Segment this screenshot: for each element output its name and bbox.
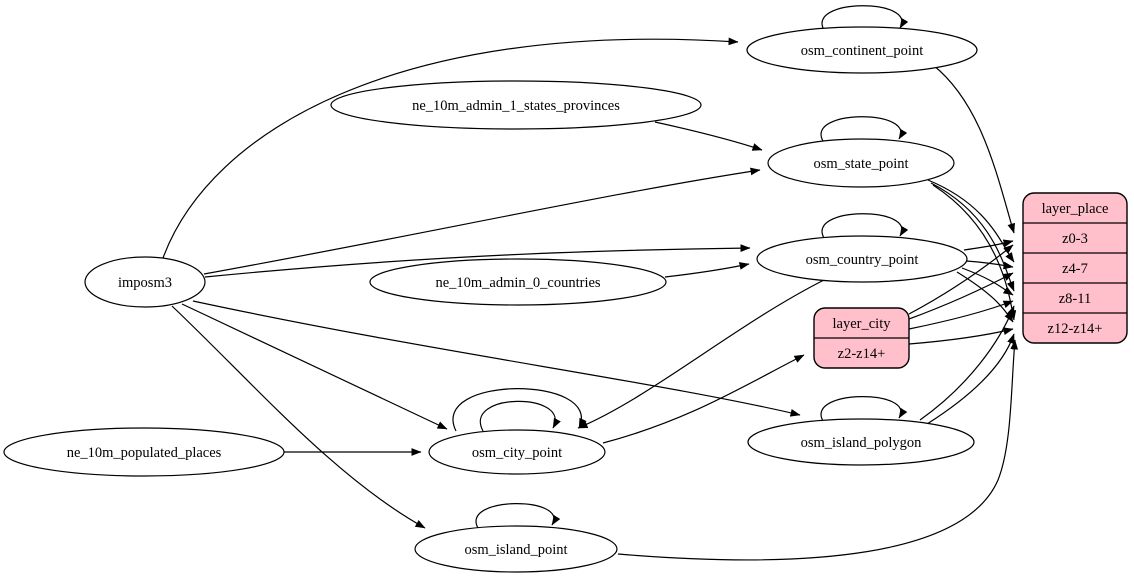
node-osm_city_point: osm_city_point — [428, 429, 606, 475]
osm_continent_point-shape — [746, 26, 978, 74]
edge-osm_country_point-layer_place-z12-z14 — [956, 271, 1014, 323]
edge-layer_city-layer_place-z4-7 — [908, 272, 1014, 320]
edge-osm_city_point-layer_city-z2 — [602, 354, 805, 444]
osm_island_polygon-shape — [747, 418, 975, 466]
layer_place-row-z0-3: z0-3 — [1062, 231, 1088, 247]
osm_country_point-shape — [756, 235, 968, 283]
edge-osm_island_polygon-layer_place-z8-11 — [919, 305, 1015, 421]
node-osm_continent_point: osm_continent_point — [746, 26, 978, 74]
node-imposm3: imposm3 — [84, 256, 206, 308]
node-layer_city: layer_city z2-z14+ — [813, 307, 910, 369]
edge-osm_country_point-layer_place-z8-11 — [961, 267, 1014, 296]
layer_place-row-z8-11: z8-11 — [1059, 291, 1091, 307]
edge-osm_continent_point-layer_place-z0-3 — [932, 64, 1015, 234]
edge-layer_city-layer_place-z12-z14 — [908, 327, 1014, 345]
edge-imposm3-osm_city_point — [181, 303, 448, 430]
node-ne_10m_admin_0_countries: ne_10m_admin_0_countries — [369, 258, 667, 306]
edge-osm_country_point-layer_place-z4-7 — [965, 260, 1014, 270]
node-ne_10m_populated_places: ne_10m_populated_places — [3, 427, 285, 477]
edge-ne_10m_admin_1_states_provinces-osm_state_point — [654, 121, 763, 151]
edge-ne_10m_admin_0_countries-osm_country_point — [664, 262, 750, 278]
self-loop-osm_continent_point — [821, 5, 909, 31]
edge-layer_city-layer_place-z0-3 — [908, 244, 1014, 315]
ne_10m_admin_1_states_provinces-shape — [330, 80, 702, 130]
osm_city_point-shape — [428, 429, 606, 475]
ne_10m_admin_0_countries-label: ne_10m_admin_0_countries — [435, 275, 600, 291]
edge-osm_island_point-layer_place-z12-z14 — [617, 339, 1019, 561]
layer_place-row-z4-7: z4-7 — [1062, 261, 1088, 277]
imposm3-shape — [84, 256, 206, 308]
ne_10m_admin_0_countries-shape — [369, 258, 667, 306]
edge-imposm3-osm_island_point — [171, 305, 426, 529]
osm_state_point-shape — [767, 138, 955, 188]
layer_place-title: layer_place — [1042, 201, 1109, 217]
layer_place-shape — [1022, 192, 1128, 344]
edge-imposm3-osm_island_polygon — [192, 300, 801, 417]
self-loop-osm_state_point — [820, 116, 908, 142]
layer_city-row-z2-z14: z2-z14+ — [838, 346, 886, 362]
edge-osm_state_point-layer_place-z8-11 — [930, 182, 1015, 292]
node-osm_island_polygon: osm_island_polygon — [747, 418, 975, 466]
edge-imposm3-osm_continent_point — [162, 37, 739, 259]
osm_island_polygon-label: osm_island_polygon — [801, 435, 923, 451]
ne_10m_populated_places-label: ne_10m_populated_places — [67, 445, 222, 461]
osm_continent_point-label: osm_continent_point — [801, 43, 923, 59]
osm_city_point-label: osm_city_point — [472, 445, 562, 461]
node-ne_10m_admin_1_states_provinces: ne_10m_admin_1_states_provinces — [330, 80, 702, 130]
edge-imposm3-osm_state_point — [203, 167, 761, 275]
edge-imposm3-osm_country_point — [204, 244, 751, 278]
node-layer_place: layer_place z0-3 z4-7 z8-11 z12-z14+ — [1022, 192, 1128, 344]
self-loop-osm_country_point — [821, 213, 909, 239]
edge-osm_country_point-layer_place-z0-3 — [963, 239, 1014, 251]
layer_place-row-z12-z14: z12-z14+ — [1048, 321, 1103, 337]
self-loop-osm_city_point-outer — [452, 388, 587, 432]
edge-osm_island_polygon-layer_place-z12-z14 — [926, 333, 1015, 425]
node-osm_island_point: osm_island_point — [414, 525, 618, 573]
self-loop-osm_island_polygon — [820, 396, 908, 422]
edges-layer — [162, 5, 1019, 561]
osm_island_point-shape — [414, 525, 618, 573]
self-loop-osm_island_point — [475, 503, 561, 529]
self-loop-osm_city_point-inner — [479, 400, 561, 432]
node-osm_state_point: osm_state_point — [767, 138, 955, 188]
imposm3-label: imposm3 — [118, 275, 172, 291]
osm_state_point-label: osm_state_point — [813, 156, 908, 172]
osm_island_point-label: osm_island_point — [464, 542, 567, 558]
ne_10m_admin_1_states_provinces-label: ne_10m_admin_1_states_provinces — [412, 98, 620, 114]
edge-osm_state_point-layer_place-z4-7 — [927, 179, 1015, 263]
node-osm_country_point: osm_country_point — [756, 235, 968, 283]
osm_country_point-label: osm_country_point — [806, 252, 919, 268]
edge-osm_country_point-osm_city_point — [577, 279, 825, 429]
layer_city-title: layer_city — [833, 316, 892, 332]
edge-layer_city-layer_place-z8-11 — [908, 300, 1014, 330]
ne_10m_populated_places-shape — [3, 427, 285, 477]
